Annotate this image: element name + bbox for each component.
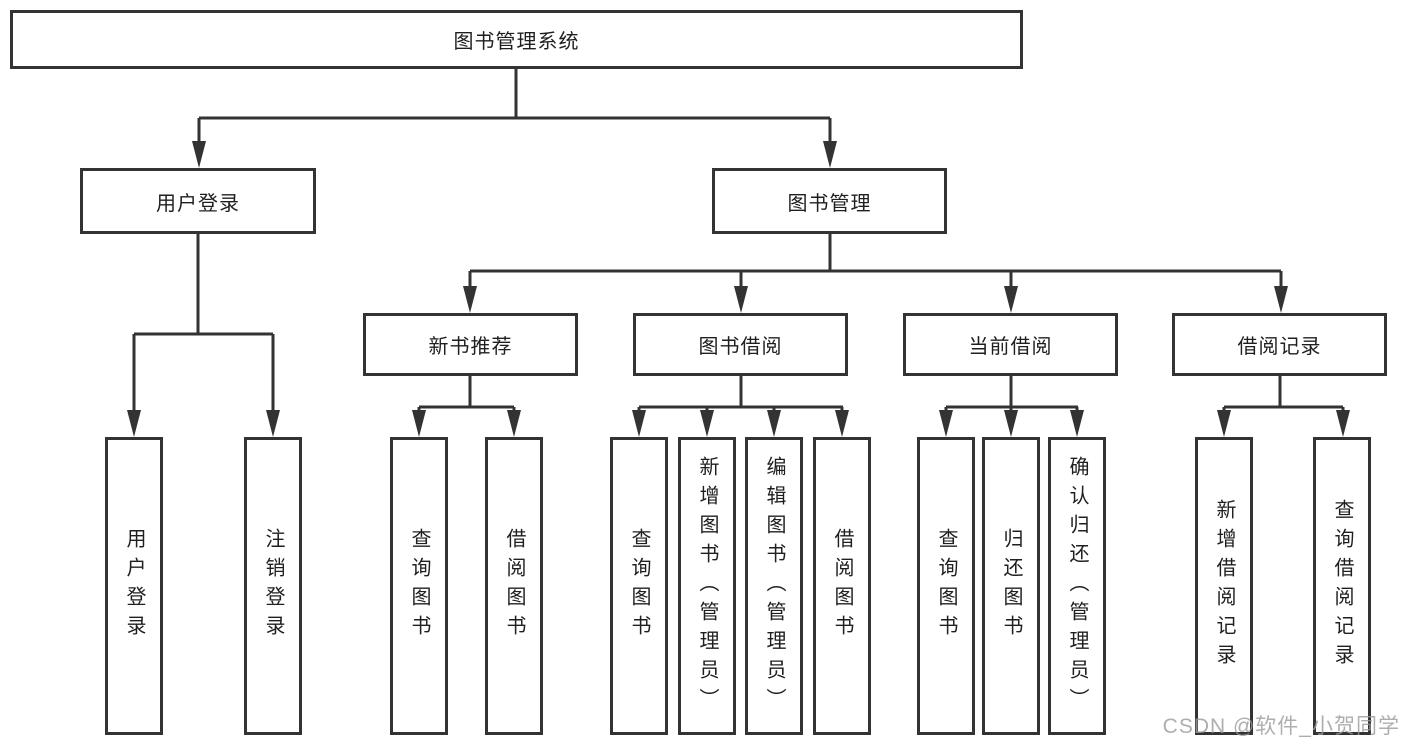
node-current-borrowing: 当前借阅 [903,313,1118,376]
node-query-borrow-record: 查询借阅记录 [1313,437,1371,735]
node-query-books-recommend: 查询图书 [390,437,448,735]
arrow-down-icon [1336,410,1350,437]
node-borrowing-records: 借阅记录 [1172,313,1387,376]
node-user-login: 用户登录 [105,437,163,735]
node-borrow-books-recommend: 借阅图书 [485,437,543,735]
arrow-down-icon [266,410,280,437]
arrow-down-icon [835,410,849,437]
node-book-management: 图书管理 [712,168,947,234]
connector-path [132,68,1345,412]
arrowheads [127,141,1350,437]
arrow-down-icon [1070,410,1084,437]
arrow-down-icon [463,286,477,313]
arrow-down-icon [127,410,141,437]
node-query-books-borrowing: 查询图书 [610,437,668,735]
arrow-down-icon [192,141,206,168]
arrow-down-icon [632,410,646,437]
node-confirm-return-admin: 确认归还（管理员） [1048,437,1106,735]
node-add-books-admin: 新增图书（管理员） [678,437,736,735]
arrow-down-icon [767,410,781,437]
node-book-borrowing: 图书借阅 [633,313,848,376]
arrow-down-icon [939,410,953,437]
arrow-down-icon [412,410,426,437]
node-edit-books-admin: 编辑图书（管理员） [745,437,803,735]
node-logout: 注销登录 [244,437,302,735]
arrow-down-icon [700,410,714,437]
arrow-down-icon [507,410,521,437]
arrow-down-icon [734,286,748,313]
node-query-books-current: 查询图书 [917,437,975,735]
arrow-down-icon [823,141,837,168]
node-return-books: 归还图书 [982,437,1040,735]
node-new-book-recommend: 新书推荐 [363,313,578,376]
csdn-watermark: CSDN @软件_小贺同学 [1162,715,1400,738]
node-borrow-books-borrowing: 借阅图书 [813,437,871,735]
arrow-down-icon [1274,286,1288,313]
node-library-system: 图书管理系统 [10,10,1023,69]
arrow-down-icon [1004,410,1018,437]
arrow-down-icon [1004,286,1018,313]
node-add-borrow-record: 新增借阅记录 [1195,437,1253,735]
node-user-login-branch: 用户登录 [80,168,316,234]
arrow-down-icon [1217,410,1231,437]
